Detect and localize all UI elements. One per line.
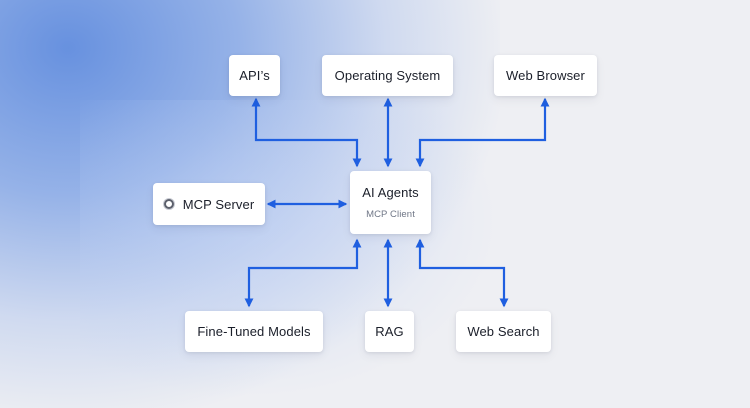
node-mcp-server[interactable]: MCP Server: [153, 183, 265, 225]
node-web-search-label: Web Search: [467, 324, 540, 339]
node-rag-label: RAG: [375, 324, 404, 339]
connector-fine-tuned-models: [244, 238, 362, 308]
node-apis[interactable]: API’s: [229, 55, 280, 96]
node-ai-agents[interactable]: AI Agents MCP Client: [350, 171, 431, 234]
connector-web-search: [415, 238, 509, 308]
node-ai-agents-title: AI Agents: [362, 185, 419, 200]
node-operating-system-label: Operating System: [334, 68, 441, 83]
node-web-browser-label: Web Browser: [506, 68, 585, 83]
server-icon: [163, 199, 174, 209]
node-fine-tuned-models[interactable]: Fine-Tuned Models: [185, 311, 323, 352]
node-apis-label: API’s: [239, 68, 270, 83]
node-rag[interactable]: RAG: [365, 311, 414, 352]
node-web-browser[interactable]: Web Browser: [494, 55, 597, 96]
node-mcp-server-label: MCP Server: [182, 196, 255, 212]
connector-apis: [251, 97, 362, 168]
node-operating-system[interactable]: Operating System: [322, 55, 453, 96]
connector-web-browser: [415, 97, 550, 168]
node-fine-tuned-models-label: Fine-Tuned Models: [197, 324, 311, 339]
node-web-search[interactable]: Web Search: [456, 311, 551, 352]
node-ai-agents-subtitle: MCP Client: [366, 209, 415, 220]
